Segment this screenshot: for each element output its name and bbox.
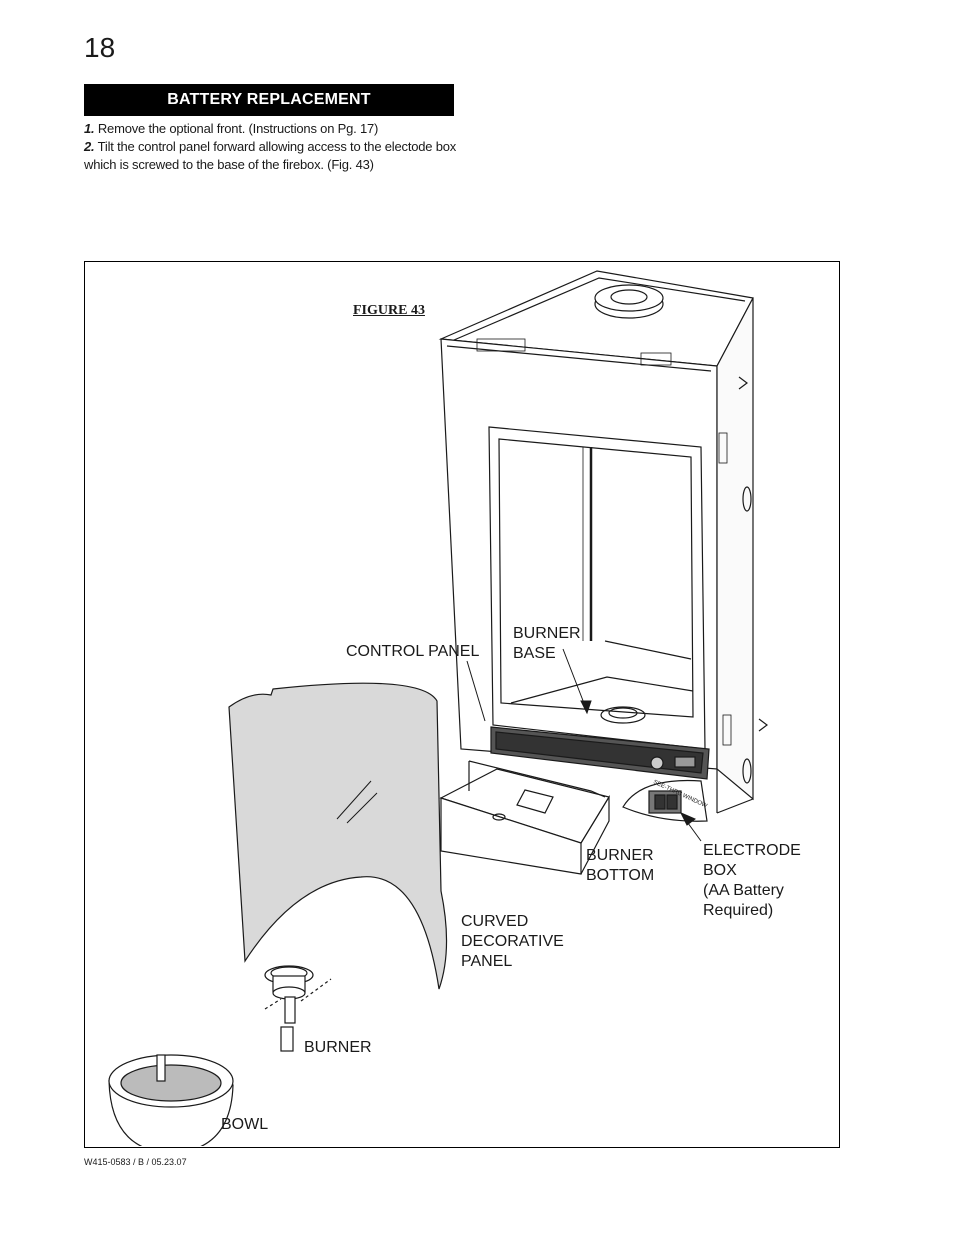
label-bowl: BOWL [221, 1116, 269, 1133]
page-number: 18 [84, 32, 116, 63]
fireplace-illustration: SEE-THRU WINDOW [108, 270, 768, 1146]
label-control-panel: CONTROL PANEL [346, 643, 480, 660]
step-1: 1. Remove the optional front. (Instructi… [84, 120, 459, 138]
label-curved-panel: CURVED DECORATIVE PANEL [461, 912, 564, 972]
leader-arrows [466, 648, 702, 842]
figure-title: FIGURE 43 [353, 303, 425, 318]
document-code: W415-0583 / B / 05.23.07 [84, 1157, 187, 1167]
step-number: 1. [84, 121, 95, 136]
step-text: Remove the optional front. (Instructions… [94, 121, 379, 136]
figure-frame: SEE-THRU WINDOW [84, 261, 840, 1148]
label-line: BURNER [513, 625, 581, 642]
label-line: BURNER [586, 847, 654, 864]
burner-part [264, 965, 332, 1052]
label-line: PANEL [461, 953, 513, 970]
bowl-part [108, 1054, 234, 1146]
label-line: Required) [703, 902, 774, 919]
label-electrode-box: ELECTRODE BOX (AA Battery Required) [703, 841, 801, 921]
label-line: (AA Battery [703, 882, 784, 899]
label-burner: BURNER [304, 1039, 372, 1056]
label-burner-bottom: BURNER BOTTOM [586, 846, 654, 886]
label-line: ELECTRODE [703, 842, 801, 859]
label-line: BOX [703, 862, 737, 879]
fireplace-unit [438, 270, 768, 814]
label-line: BASE [513, 645, 556, 662]
section-header: BATTERY REPLACEMENT [84, 84, 454, 116]
label-line: BOTTOM [586, 867, 655, 884]
step-2: 2. Tilt the control panel forward allowi… [84, 138, 459, 174]
label-line: DECORATIVE [461, 933, 564, 950]
electrode-box: SEE-THRU WINDOW [622, 779, 708, 822]
label-burner-base: BURNER BASE [513, 624, 581, 664]
curved-decorative-panel [228, 682, 448, 990]
step-text: Tilt the control panel forward allowing … [84, 139, 457, 172]
step-number: 2. [84, 139, 95, 154]
label-line: CURVED [461, 913, 529, 930]
burner-bottom-tray [439, 760, 610, 875]
instructions: 1. Remove the optional front. (Instructi… [84, 120, 459, 174]
